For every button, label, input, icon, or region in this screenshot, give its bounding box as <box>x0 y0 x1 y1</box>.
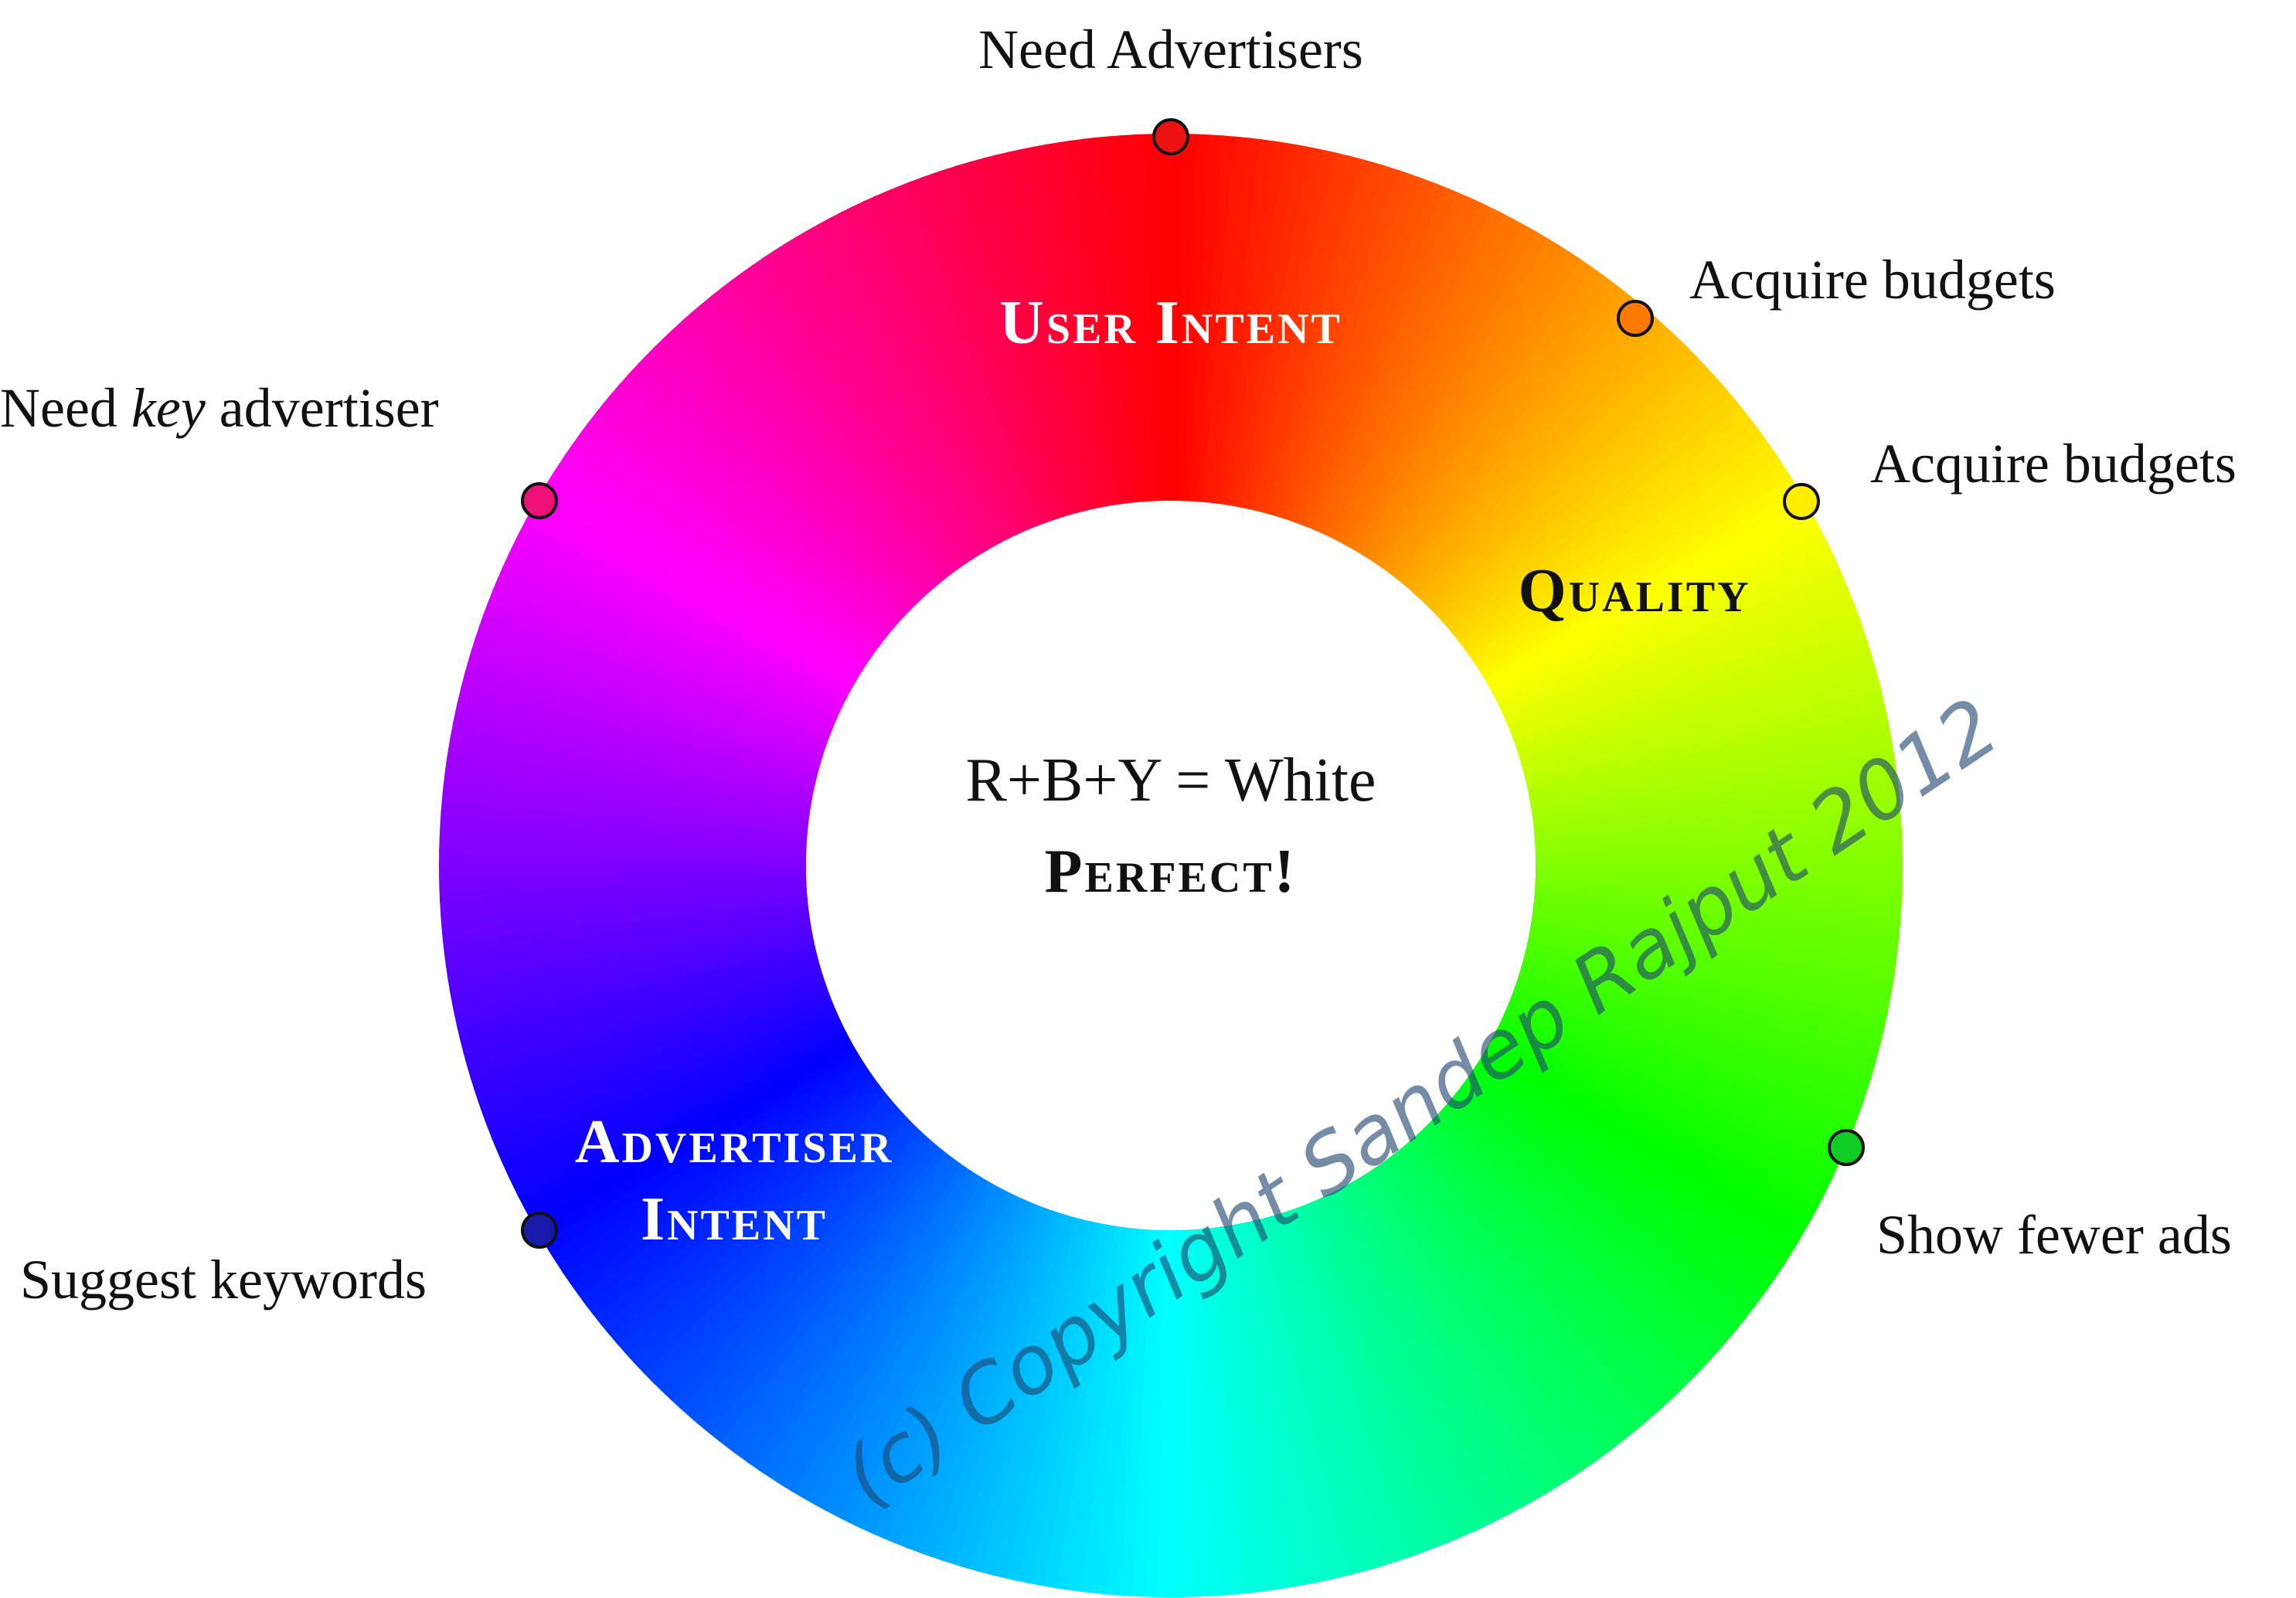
marker-label-need-key-advertiser-before: Need <box>0 377 131 439</box>
marker-label-suggest-keywords: Suggest keywords <box>20 1249 427 1311</box>
center-hole <box>806 501 1536 1230</box>
marker-dot-acquire-budgets-yellow <box>1783 483 1820 520</box>
sector-label-advertiser-intent-line1: Advertiser <box>574 1108 894 1176</box>
sector-label-advertiser-intent: Advertiser Intent <box>526 1103 943 1258</box>
center-result: Perfect! <box>1044 838 1298 906</box>
marker-label-show-fewer-ads: Show fewer ads <box>1876 1204 2232 1266</box>
marker-label-need-advertisers: Need Advertisers <box>978 19 1363 80</box>
marker-label-need-key-advertiser-after: advertiser <box>205 377 439 439</box>
marker-dot-need-key-advertiser <box>521 482 558 519</box>
marker-label-need-key-advertiser: Need key advertiser <box>0 380 439 436</box>
marker-dot-show-fewer-ads <box>1828 1129 1865 1166</box>
marker-label-need-key-advertiser-em: key <box>131 377 206 439</box>
marker-label-acquire-budgets-yellow: Acquire budgets <box>1870 433 2236 495</box>
marker-label-acquire-budgets-orange: Acquire budgets <box>1689 249 2056 311</box>
marker-dot-need-advertisers <box>1152 118 1189 155</box>
center-equation: R+B+Y = White <box>965 746 1376 814</box>
sector-label-quality: Quality <box>1518 557 1751 625</box>
marker-dot-suggest-keywords <box>521 1212 558 1249</box>
sector-label-advertiser-intent-line2: Intent <box>640 1185 828 1253</box>
sector-label-user-intent: User Intent <box>999 289 1342 357</box>
marker-dot-acquire-budgets-orange <box>1617 300 1654 337</box>
